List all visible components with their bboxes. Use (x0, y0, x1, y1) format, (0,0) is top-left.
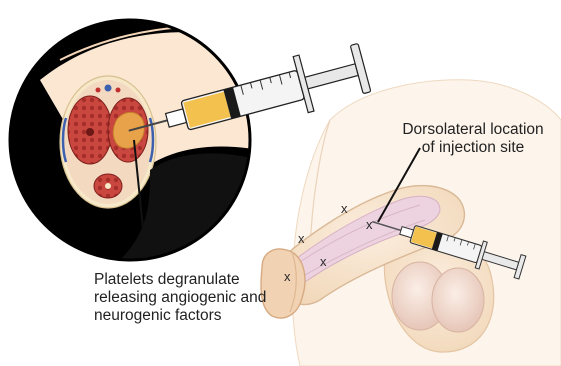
dorsal-vein (105, 85, 112, 92)
injection-mark: x (366, 217, 373, 232)
platelets-label-line: Platelets degranulate (94, 271, 294, 289)
cross-section (60, 76, 156, 208)
dorsal-artery (116, 88, 121, 93)
injection-mark: x (320, 254, 327, 269)
platelets-label-line: neurogenic factors (94, 307, 294, 325)
injection-site-label-line: of injection site (388, 139, 558, 157)
platelets-label-line: releasing angiogenic and (94, 289, 294, 307)
testis-right (432, 268, 484, 332)
dorsal-artery (96, 88, 101, 93)
injection-site-label: Dorsolateral location of injection site (388, 121, 558, 157)
injection-site-label-line: Dorsolateral location (388, 121, 558, 139)
injection-mark: x (341, 201, 348, 216)
injection-mark: x (298, 231, 305, 246)
platelets-label: Platelets degranulate releasing angiogen… (94, 271, 294, 325)
